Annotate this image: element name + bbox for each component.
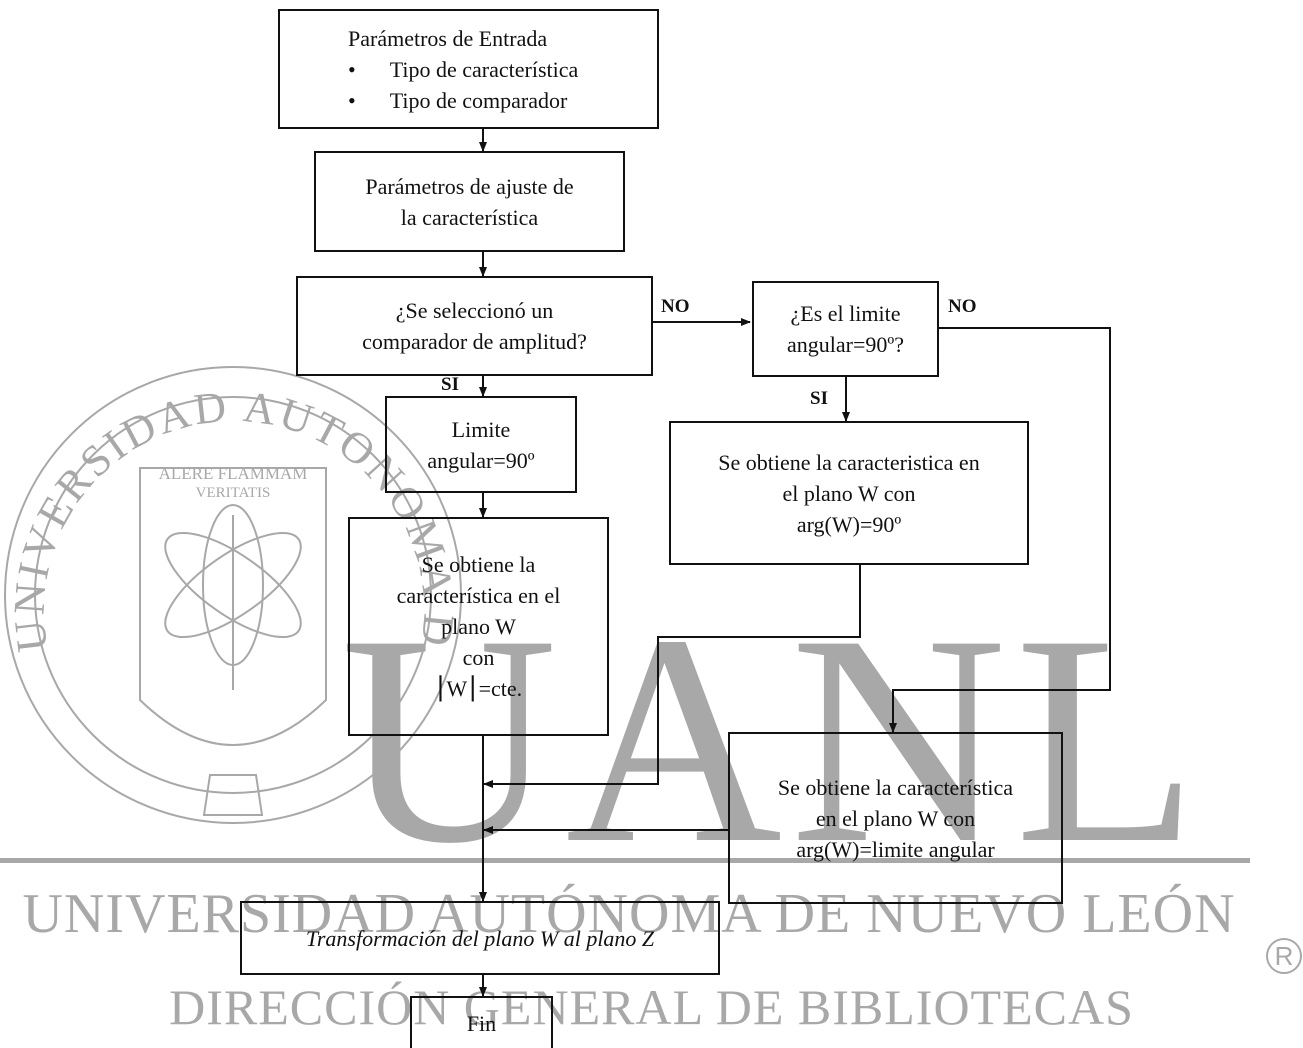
bullet-icon: • (348, 87, 356, 113)
limit-90-line-2: angular=90º (427, 447, 535, 473)
obtain-cte-line-1: Se obtiene la (421, 552, 536, 577)
limit-90-line-1: Limite (451, 416, 511, 442)
obtain-arg90-line-2: el plano W con (782, 480, 916, 506)
watermark-divider (0, 858, 1250, 863)
input-bullet-2: • Tipo de comparador (348, 85, 567, 116)
obtain-cte-line-5: ⎮W⎮=cte. (434, 676, 523, 701)
adjust-parameters-box: Parámetros de ajuste de la característic… (314, 151, 625, 252)
amplitude-decision-box: ¿Se seleccionó un comparador de amplitud… (296, 276, 653, 376)
amplitude-decision-line-1: ¿Se seleccionó un (395, 298, 554, 323)
end-box: Fin (410, 996, 553, 1048)
obtain-cte-box: Se obtiene la característica en el plano… (348, 517, 609, 736)
obtain-limit-line-2: en el plano W con (815, 805, 976, 831)
obtain-limit-line-1: Se obtiene la característica (777, 774, 1014, 800)
seal-motto-1: ALERE FLAMMAM (159, 464, 308, 483)
obtain-arg90-line-3: arg(W)=90º (796, 511, 902, 537)
arrow-limit-no (889, 327, 1111, 733)
input-bullet-2-text: Tipo de comparador (389, 87, 568, 113)
obtain-arg90-box: Se obtiene la caracteristica en el plano… (669, 421, 1029, 565)
obtain-limit-line-3: arg(W)=limite angular (796, 836, 995, 862)
label-si-limit: SI (810, 388, 828, 409)
angular-limit-decision-line-1: ¿Es el limite (790, 301, 901, 326)
transform-line-1: Transformación del plano W al plano Z (305, 925, 655, 951)
adjust-line-2: la característica (400, 204, 539, 230)
amplitude-decision-line-2: comparador de amplitud? (362, 329, 587, 354)
watermark-university-name: UNIVERSIDAD AUTÓNOMA DE NUEVO LEÓN (22, 883, 1236, 945)
input-bullet-1: • Tipo de característica (348, 54, 578, 85)
input-bullet-1-text: Tipo de característica (389, 56, 579, 82)
input-title: Parámetros de Entrada (348, 25, 548, 51)
input-parameters-box: Parámetros de Entrada • Tipo de caracter… (278, 9, 659, 129)
label-si-amplitude: SI (441, 374, 459, 395)
obtain-cte-line-3: plano W (441, 614, 516, 639)
obtain-limit-box: Se obtiene la característica en el plano… (728, 732, 1063, 904)
watermark-library-name: DIRECCIÓN GENERAL DE BIBLIOTECAS (169, 979, 1134, 1035)
limit-90-box: Limite angular=90º (385, 396, 577, 493)
bullet-icon: • (348, 56, 356, 82)
obtain-cte-line-2: característica en el (396, 583, 561, 608)
university-seal-logo (4, 366, 462, 824)
arrow-arg90-merge (483, 565, 861, 788)
angular-limit-decision-box: ¿Es el limite angular=90º? (752, 281, 939, 377)
seal-motto-2: VERITATIS (196, 485, 271, 501)
label-no-limit: NO (948, 296, 977, 317)
obtain-cte-line-4: con (462, 645, 495, 670)
adjust-line-1: Parámetros de ajuste de (365, 173, 574, 199)
end-label: Fin (466, 1010, 497, 1036)
transform-box: Transformación del plano W al plano Z (240, 901, 720, 975)
obtain-arg90-line-1: Se obtiene la caracteristica en (718, 449, 980, 475)
angular-limit-decision-line-2: angular=90º? (787, 332, 904, 357)
registered-mark-icon: R (1266, 938, 1302, 974)
label-no-amplitude: NO (661, 296, 690, 317)
